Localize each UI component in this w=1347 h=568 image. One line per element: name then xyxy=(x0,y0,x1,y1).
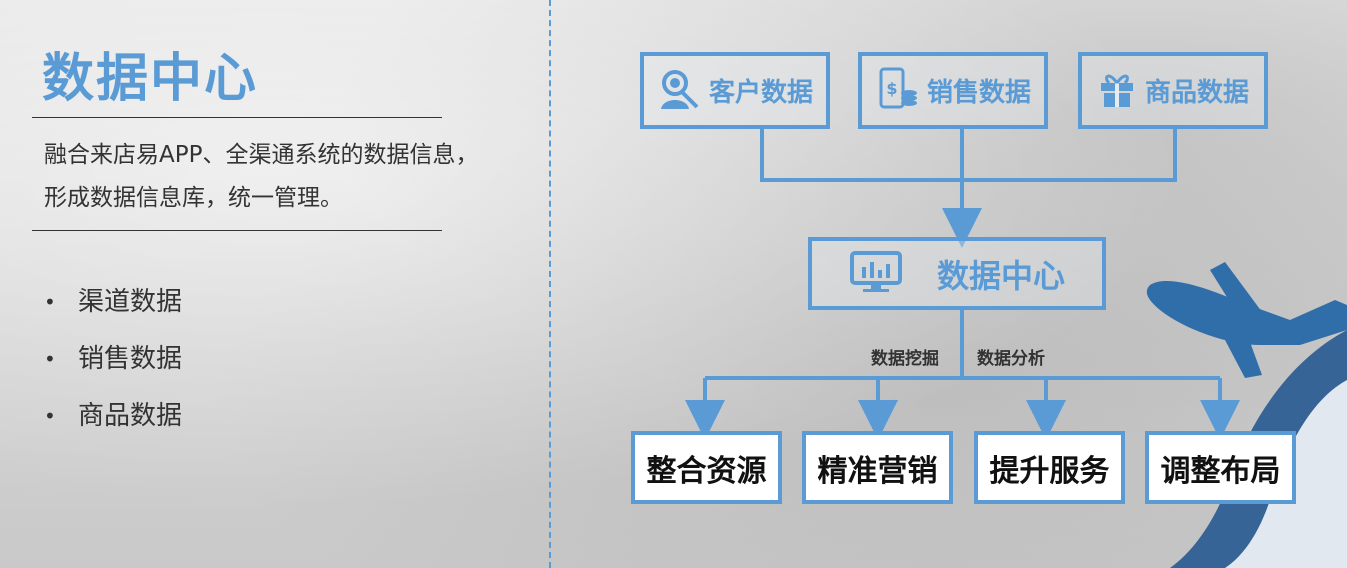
description-line: 融合来店易APP、全渠通系统的数据信息， xyxy=(44,142,479,168)
bullet-dot: • xyxy=(44,290,56,314)
page-title: 数据中心 xyxy=(42,49,259,109)
description-underline xyxy=(32,230,442,231)
output-box: 精准营销 xyxy=(802,431,953,504)
dashed-divider xyxy=(549,0,551,568)
list-item-label: 销售数据 xyxy=(78,344,183,374)
left-panel: 数据中心 融合来店易APP、全渠通系统的数据信息， 形成数据信息库，统一管理。 … xyxy=(0,0,548,568)
list-item: • 商品数据 xyxy=(44,396,182,453)
center-label: 数据中心 xyxy=(936,256,1065,295)
list-item: • 销售数据 xyxy=(44,339,182,396)
monitor-chart-icon xyxy=(849,250,903,298)
output-label: 精准营销 xyxy=(817,453,938,489)
description: 融合来店易APP、全渠通系统的数据信息， 形成数据信息库，统一管理。 xyxy=(44,134,534,220)
gift-icon xyxy=(1097,69,1137,113)
sales-phone-icon: $ xyxy=(875,67,919,115)
title-underline xyxy=(32,117,442,118)
list-item-label: 渠道数据 xyxy=(78,287,183,317)
output-label: 提升服务 xyxy=(989,453,1110,489)
bullet-dot: • xyxy=(44,404,56,428)
connector-label-mining: 数据挖掘 xyxy=(871,349,939,369)
bullet-list: • 渠道数据 • 销售数据 • 商品数据 xyxy=(44,282,182,453)
source-box-product: 商品数据 xyxy=(1078,52,1268,129)
bullet-dot: • xyxy=(44,347,56,371)
list-item: • 渠道数据 xyxy=(44,282,182,339)
customer-icon xyxy=(657,67,701,115)
svg-text:$: $ xyxy=(886,79,897,98)
output-box: 提升服务 xyxy=(974,431,1125,504)
description-line: 形成数据信息库，统一管理。 xyxy=(44,185,343,211)
airplane-icon xyxy=(1146,262,1347,378)
output-label: 调整布局 xyxy=(1160,453,1281,489)
source-box-customer: 客户数据 xyxy=(640,52,830,129)
connector-label-analysis: 数据分析 xyxy=(977,349,1045,369)
source-label: 客户数据 xyxy=(708,78,813,108)
source-label: 商品数据 xyxy=(1144,78,1249,108)
output-box: 整合资源 xyxy=(631,431,782,504)
output-label: 整合资源 xyxy=(646,453,767,489)
center-box: 数据中心 xyxy=(808,237,1106,310)
list-item-label: 商品数据 xyxy=(78,401,183,431)
source-box-sales: $ 销售数据 xyxy=(858,52,1048,129)
source-label: 销售数据 xyxy=(926,78,1031,108)
output-box: 调整布局 xyxy=(1145,431,1296,504)
